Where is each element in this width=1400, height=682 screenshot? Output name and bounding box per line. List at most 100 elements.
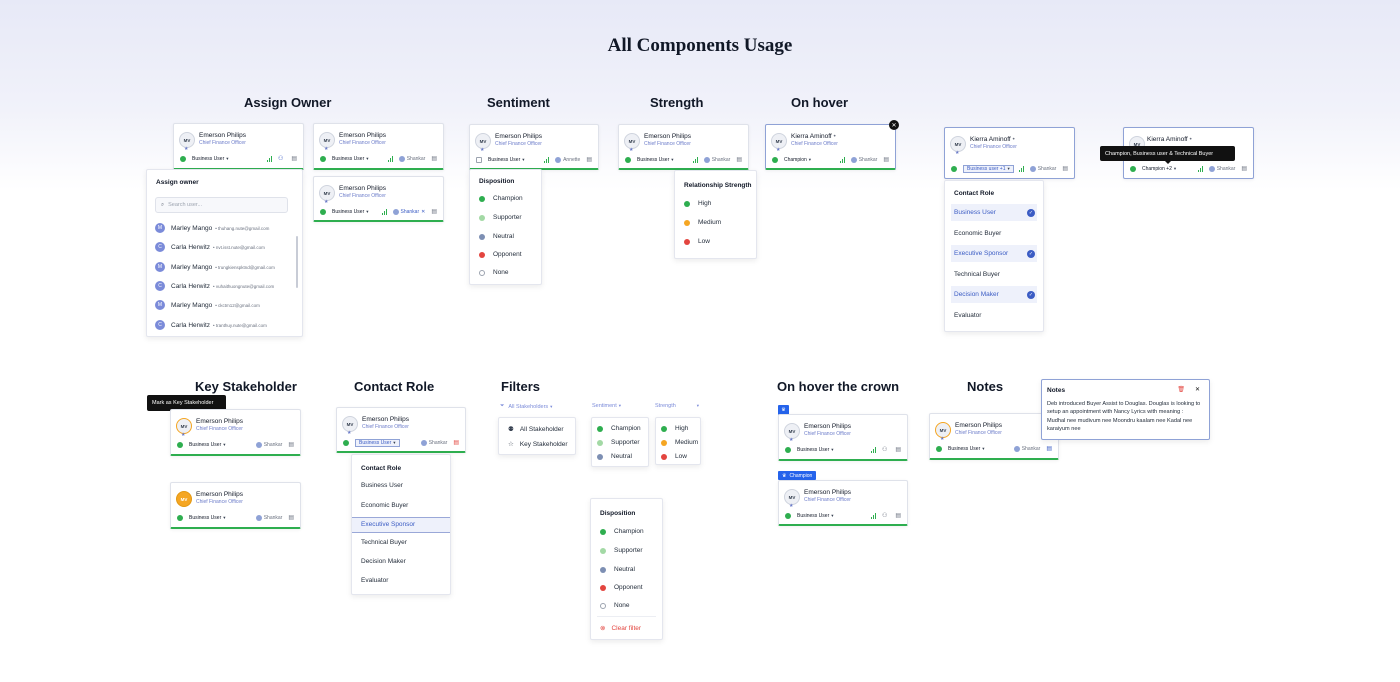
owner-chip[interactable]: Annette	[555, 156, 580, 163]
notes-icon[interactable]: ▤	[288, 515, 294, 521]
notes-icon[interactable]: ▤	[586, 157, 592, 163]
option-low[interactable]: Low	[661, 453, 687, 460]
notes-icon[interactable]: ▤	[1062, 166, 1068, 172]
role-dropdown[interactable]: Business user +1▾	[963, 164, 1014, 173]
option-supporter[interactable]: Supporter	[600, 547, 643, 554]
search-input[interactable]: ⌕ Search user...	[155, 197, 288, 213]
contact-card-hover[interactable]: MV ★ Kierra Aminoff • Chief Finance Offi…	[765, 124, 896, 170]
option-decision-maker[interactable]: Decision Maker	[954, 291, 999, 298]
sentiment-dot[interactable]	[343, 439, 349, 446]
role-dropdown[interactable]: Business User▾	[797, 512, 834, 519]
contact-card-hover[interactable]: MV ★ Kierra Aminoff • Chief Finance Offi…	[944, 127, 1075, 179]
option-economic-buyer[interactable]: Economic Buyer	[954, 230, 1002, 237]
contact-card[interactable]: MV ★ Emerson Philips Chief Finance Offic…	[778, 414, 908, 461]
clear-filter-button[interactable]: ⊗Clear filter	[600, 624, 642, 633]
notes-icon[interactable]: ▤	[895, 447, 901, 453]
sentiment-dot[interactable]	[785, 446, 791, 453]
option-supporter[interactable]: Supporter	[479, 214, 522, 221]
sentiment-dot[interactable]	[772, 156, 778, 163]
sentiment-dot[interactable]	[1130, 165, 1136, 172]
avatar[interactable]: MV	[176, 418, 192, 434]
close-icon[interactable]: ✕	[421, 208, 426, 215]
strength-bars-icon[interactable]	[266, 155, 272, 162]
role-dropdown[interactable]: Business User▾	[192, 155, 229, 162]
role-dropdown[interactable]: Champion +2▾	[1142, 165, 1177, 172]
owner-chip[interactable]: Shankar	[1208, 165, 1235, 172]
option-business-user[interactable]: Business User	[954, 209, 996, 216]
strength-bars-icon[interactable]	[381, 208, 387, 215]
notes-icon[interactable]: ▤	[453, 440, 459, 446]
option-all-stakeholder[interactable]: ⚉All Stakeholder	[508, 425, 564, 434]
contact-card[interactable]: MV ★ Emerson Philips Chief Finance Offic…	[313, 123, 444, 170]
option-economic-buyer[interactable]: Economic Buyer	[361, 502, 409, 509]
option-technical-buyer[interactable]: Technical Buyer	[954, 271, 1000, 278]
owner-chip[interactable]: Shankar	[703, 156, 730, 163]
option-medium[interactable]: Medium	[661, 439, 698, 446]
strength-bars-icon[interactable]	[870, 446, 876, 453]
close-icon[interactable]: ✕	[1194, 387, 1200, 393]
option-evaluator[interactable]: Evaluator	[954, 312, 982, 319]
trash-icon[interactable]: 🗑	[1177, 387, 1185, 393]
notes-icon[interactable]: ▤	[1241, 166, 1247, 172]
option-opponent[interactable]: Opponent	[479, 251, 522, 258]
crown-icon[interactable]: ♛	[778, 405, 789, 415]
sentiment-dot[interactable]	[625, 156, 631, 163]
role-dropdown[interactable]: Business User▾	[488, 156, 525, 163]
contact-card[interactable]: MV ★ Emerson Philips Chief Finance Offic…	[469, 124, 599, 170]
owner-chip[interactable]: Shankar	[1013, 445, 1040, 452]
owner-chip[interactable]: Shankar	[1029, 165, 1056, 172]
option-none[interactable]: None	[479, 269, 509, 276]
contact-card-key-stakeholder[interactable]: MV Emerson Philips Chief Finance Officer…	[170, 482, 301, 529]
sentiment-dot[interactable]	[785, 512, 791, 519]
option-business-user[interactable]: Business User	[361, 482, 403, 489]
role-dropdown[interactable]: Champion▾	[784, 156, 812, 163]
contact-card[interactable]: MV ★ Emerson Philips Chief Finance Offic…	[173, 123, 304, 170]
option-technical-buyer[interactable]: Technical Buyer	[361, 539, 407, 546]
strength-bars-icon[interactable]	[839, 156, 845, 163]
sentiment-dot[interactable]	[177, 441, 183, 448]
option-champion[interactable]: Champion	[479, 195, 523, 202]
role-dropdown[interactable]: Business User▾	[189, 441, 226, 448]
owner-chip[interactable]: Shankar	[398, 155, 425, 162]
sentiment-dot[interactable]	[936, 445, 942, 452]
person-add-icon[interactable]: ⚇	[277, 156, 284, 162]
contact-card[interactable]: MV ★ Emerson Philips Chief Finance Offic…	[618, 124, 749, 170]
option-champion[interactable]: Champion	[600, 528, 644, 535]
sentiment-dot[interactable]	[177, 514, 183, 521]
sentiment-dot[interactable]	[320, 208, 326, 215]
role-dropdown[interactable]: Business User▾	[355, 438, 400, 447]
person-add-icon[interactable]: ⚇	[881, 513, 888, 519]
sentiment-dot[interactable]	[320, 155, 326, 162]
notes-icon[interactable]: ▤	[291, 156, 297, 162]
option-key-stakeholder[interactable]: ☆Key Stakeholder	[508, 440, 568, 449]
contact-card[interactable]: MV ★ Emerson Philips Chief Finance Offic…	[929, 413, 1059, 460]
sentiment-filter[interactable]: Sentiment▾	[592, 403, 622, 409]
sentiment-selector[interactable]	[476, 156, 482, 163]
owner-chip[interactable]: Shankar	[255, 441, 282, 448]
owner-chip[interactable]: Shankar	[255, 514, 282, 521]
close-icon[interactable]: ✕	[889, 120, 899, 130]
sentiment-dot[interactable]	[180, 155, 186, 162]
role-dropdown[interactable]: Business User▾	[189, 514, 226, 521]
contact-card[interactable]: MV ★ Emerson Philips Chief Finance Offic…	[778, 480, 908, 526]
option-executive-sponsor[interactable]: Executive Sponsor	[361, 521, 416, 528]
option-none[interactable]: None	[600, 602, 630, 609]
strength-bars-icon[interactable]	[1018, 165, 1024, 172]
owner-chip[interactable]: Shankar	[420, 439, 447, 446]
contact-card[interactable]: MV ★ Emerson Philips Chief Finance Offic…	[313, 176, 444, 222]
option-medium[interactable]: Medium	[684, 219, 721, 226]
option-executive-sponsor[interactable]: Executive Sponsor	[954, 250, 1009, 257]
notes-icon[interactable]: ▤	[883, 157, 889, 163]
role-dropdown[interactable]: Business User▾	[332, 208, 369, 215]
strength-bars-icon[interactable]	[1197, 165, 1203, 172]
notes-icon[interactable]: ▤	[1046, 446, 1052, 452]
contact-card[interactable]: MV ★ Emerson Philips Chief Finance Offic…	[336, 407, 466, 453]
owner-chip[interactable]: Shankar✕	[392, 208, 426, 215]
option-low[interactable]: Low	[684, 238, 710, 245]
